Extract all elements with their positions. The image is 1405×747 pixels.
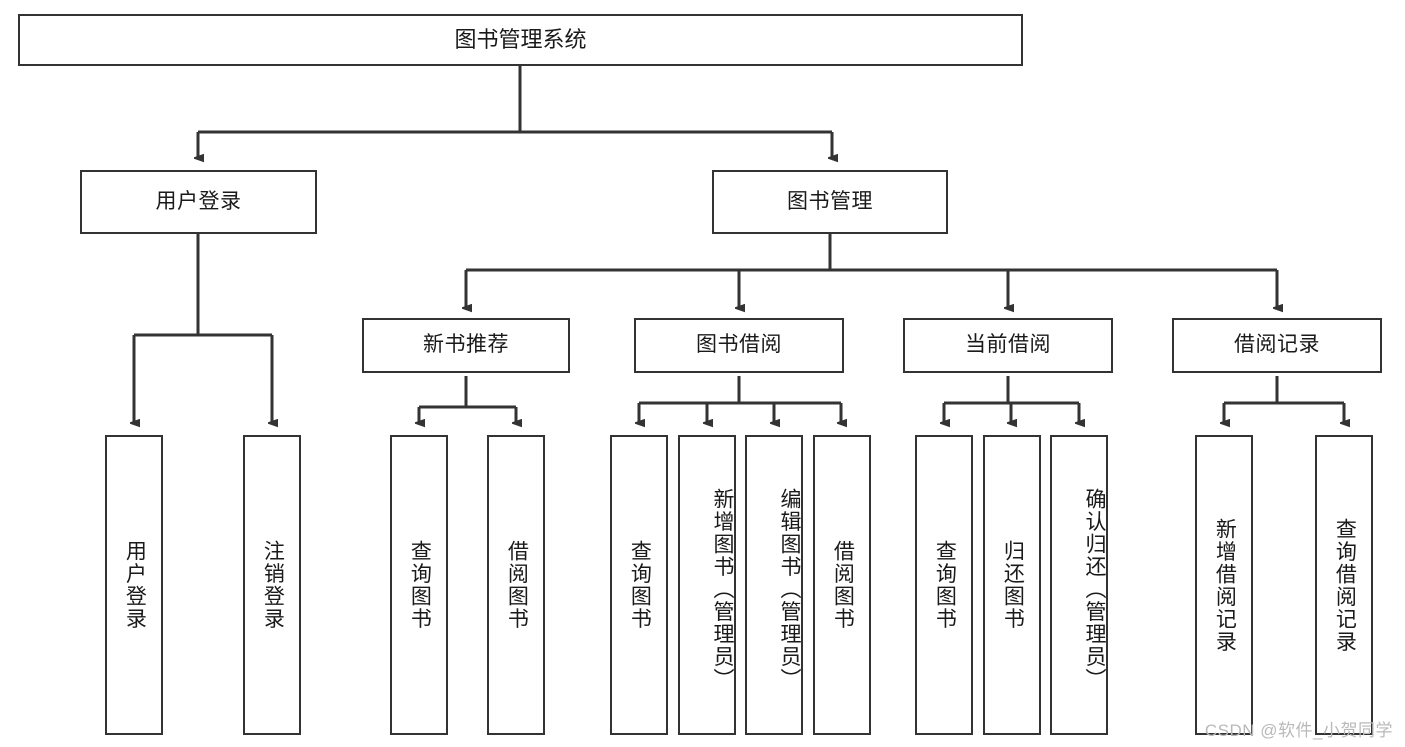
csdn-watermark: CSDN @软件_小贺同学 (1204, 721, 1393, 740)
leaf-current-borrow-confirm-return[interactable]: 确认归还（管理员） (1050, 435, 1108, 735)
leaf-book-borrow-query[interactable]: 查询图书 (610, 435, 668, 735)
leaf-borrow-record-add[interactable]: 新增借阅记录 (1195, 435, 1253, 735)
node-book-manage[interactable]: 图书管理 (712, 170, 948, 234)
node-book-borrow[interactable]: 图书借阅 (634, 318, 844, 373)
node-current-borrow[interactable]: 当前借阅 (903, 318, 1113, 373)
leaf-book-borrow-add[interactable]: 新增图书（管理员） (678, 435, 736, 735)
leaf-current-borrow-query[interactable]: 查询图书 (915, 435, 973, 735)
leaf-book-borrow-borrow[interactable]: 借阅图书 (813, 435, 871, 735)
leaf-borrow-record-query[interactable]: 查询借阅记录 (1315, 435, 1373, 735)
leaf-book-borrow-edit[interactable]: 编辑图书（管理员） (745, 435, 803, 735)
leaf-current-borrow-return[interactable]: 归还图书 (983, 435, 1041, 735)
node-user-login[interactable]: 用户登录 (80, 170, 317, 234)
leaf-new-book-borrow[interactable]: 借阅图书 (487, 435, 545, 735)
leaf-new-book-query[interactable]: 查询图书 (390, 435, 448, 735)
node-root-system[interactable]: 图书管理系统 (18, 14, 1023, 66)
leaf-user-login-login[interactable]: 用户登录 (105, 435, 163, 735)
node-new-book-recommend[interactable]: 新书推荐 (362, 318, 570, 373)
leaf-user-login-logout[interactable]: 注销登录 (243, 435, 301, 735)
node-borrow-record[interactable]: 借阅记录 (1172, 318, 1382, 373)
